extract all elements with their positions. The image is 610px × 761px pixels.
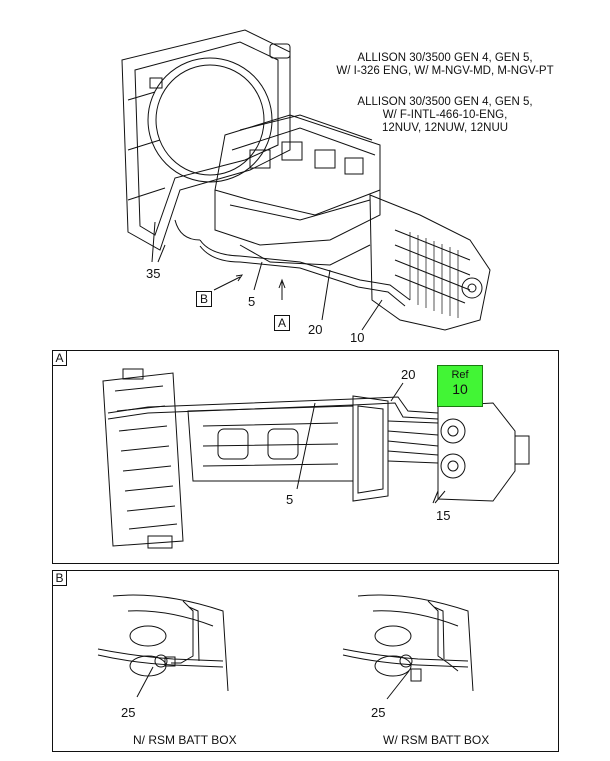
cooler-line-5 <box>199 239 411 301</box>
callout-20-detail-a[interactable]: 20 <box>401 367 416 382</box>
detail-b-tag: B <box>52 570 67 586</box>
note-line-1: ALLISON 30/3500 GEN 4, GEN 5, <box>357 52 533 64</box>
cooler-line-top-view <box>107 396 439 414</box>
detail-a-drawing <box>102 368 530 549</box>
callout-25-left[interactable]: 25 <box>121 705 136 720</box>
detail-b-drawing <box>97 594 474 700</box>
radiator-frame <box>121 29 291 251</box>
ref-label: Ref <box>451 369 469 381</box>
application-note-1: ALLISON 30/3500 GEN 4, GEN 5, W/ I-326 E… <box>330 52 560 78</box>
main-drawing <box>121 29 491 331</box>
caption-with-battery-box: W/ RSM BATT BOX <box>383 733 490 747</box>
callout-35[interactable]: 35 <box>146 266 161 281</box>
engine-top-view <box>187 405 354 482</box>
note-line-4: W/ F-INTL-466-10-ENG, <box>382 109 508 121</box>
callout-15[interactable]: 15 <box>436 508 451 523</box>
note-line-5: 12NUV, 12NUW, 12NUU <box>381 122 509 134</box>
note-line-2: W/ I-326 ENG, W/ M-NGV-MD, M-NGV-PT <box>336 65 554 77</box>
transmission-top-view <box>437 402 516 502</box>
ref-number: 10 <box>452 381 468 397</box>
view-marker-a[interactable]: A <box>274 315 290 331</box>
battery-box-variant-left <box>97 594 229 698</box>
radiator-top-view <box>102 372 184 547</box>
caption-without-battery-box: N/ RSM BATT BOX <box>133 733 237 747</box>
callout-5-detail-a[interactable]: 5 <box>286 492 294 507</box>
transmission <box>369 194 491 331</box>
callout-5-main[interactable]: 5 <box>248 294 256 309</box>
battery-box-variant-right <box>342 594 474 700</box>
note-line-3: ALLISON 30/3500 GEN 4, GEN 5, <box>357 96 533 108</box>
detail-a-panel: A <box>52 350 559 564</box>
view-marker-b[interactable]: B <box>196 291 212 307</box>
fan-shroud <box>147 57 273 183</box>
callout-25-right[interactable]: 25 <box>371 705 386 720</box>
ref-10-badge[interactable]: Ref 10 <box>437 365 483 407</box>
callout-10-main[interactable]: 10 <box>350 330 365 345</box>
application-note-2: ALLISON 30/3500 GEN 4, GEN 5, W/ F-INTL-… <box>330 96 560 135</box>
detail-a-tag: A <box>52 350 67 366</box>
engine-block <box>214 114 381 216</box>
detail-b-panel: B <box>52 570 559 752</box>
callout-20-main[interactable]: 20 <box>308 322 323 337</box>
